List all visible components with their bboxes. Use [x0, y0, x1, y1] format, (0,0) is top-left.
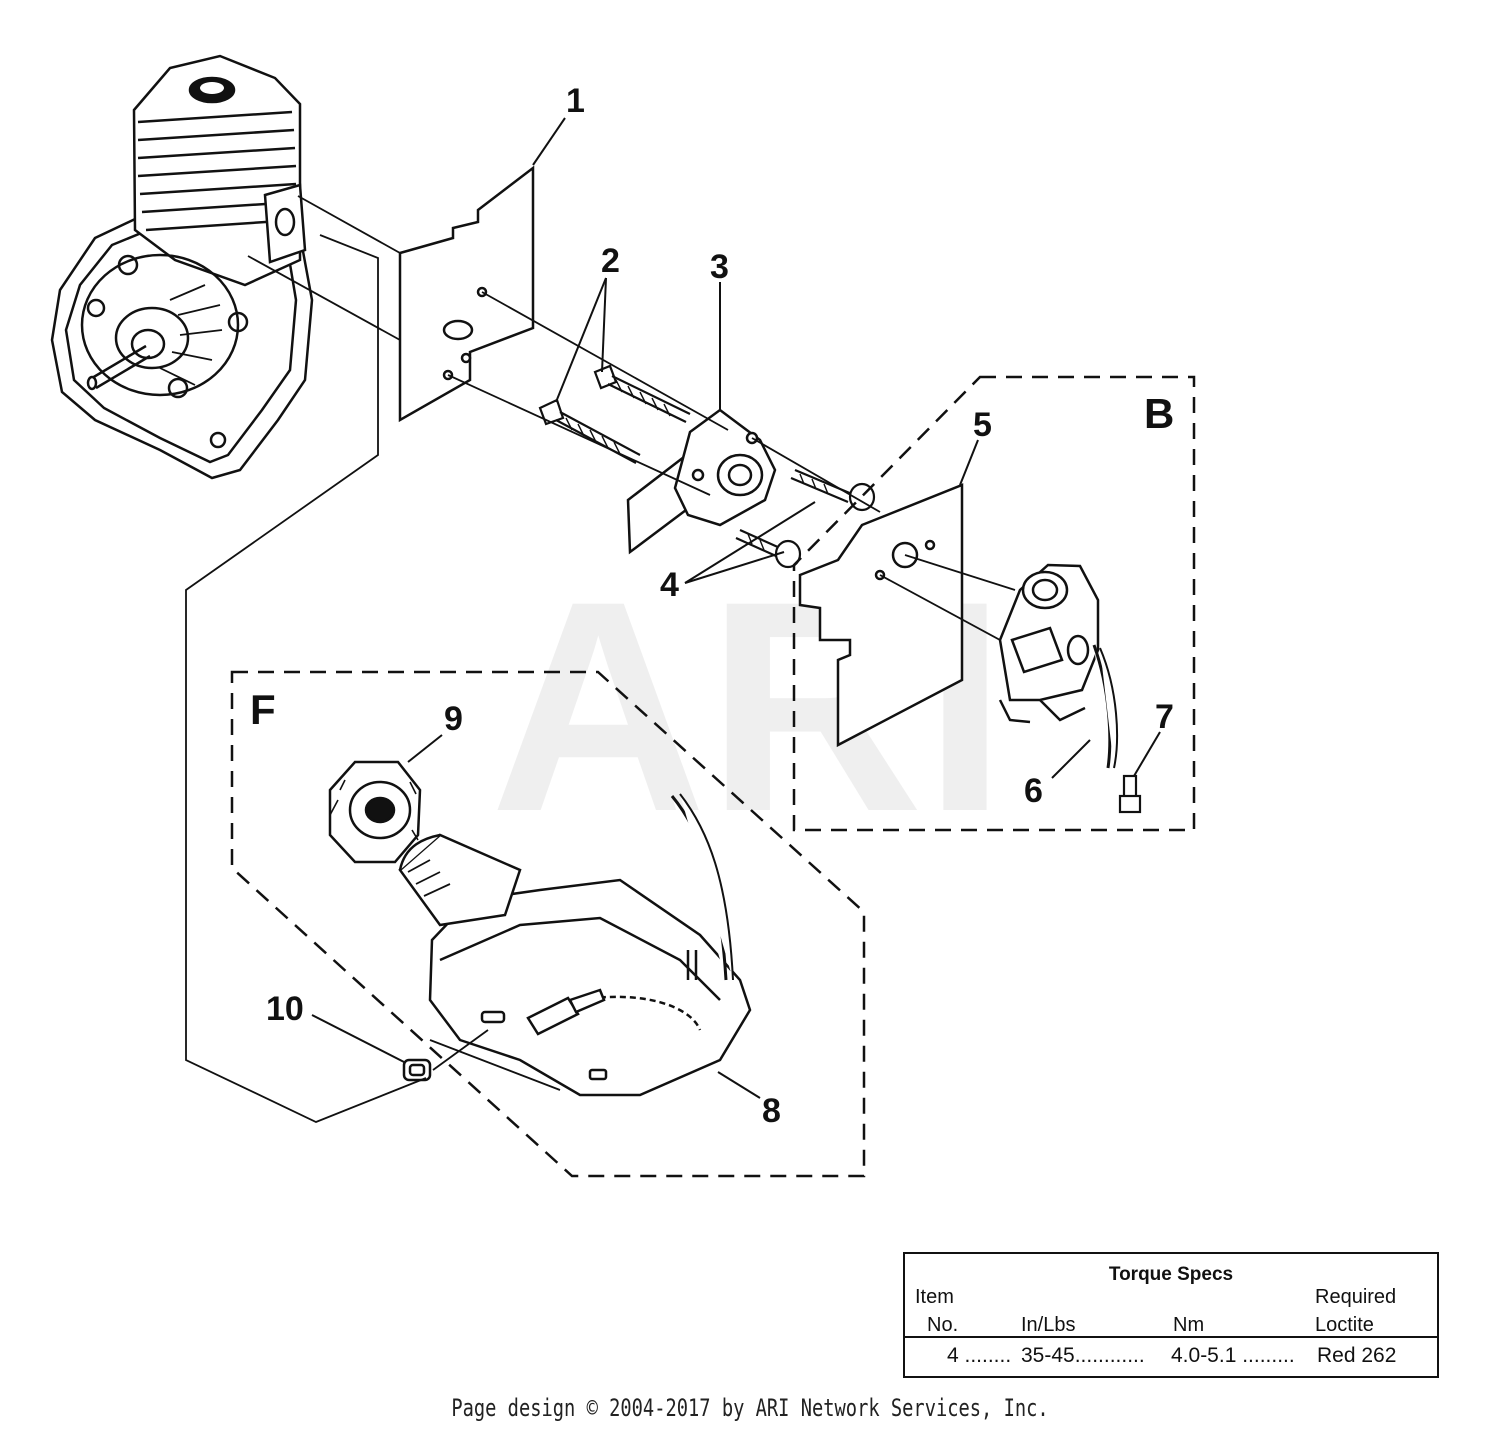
- row-item: 4 ........: [947, 1344, 1012, 1367]
- fitting-7: [1118, 774, 1142, 814]
- insulator-3: [626, 408, 777, 555]
- region-outlines: [230, 375, 1196, 1178]
- region-f-outline: [230, 670, 866, 1178]
- fuel-cap-9: [328, 760, 422, 864]
- callout-10: 10: [266, 990, 304, 1028]
- fuel-tank-8: [398, 793, 752, 1097]
- callout-3: 3: [710, 248, 729, 286]
- region-label-f: F: [250, 686, 276, 733]
- row-loctite: Red 262: [1317, 1344, 1397, 1367]
- torque-specs-table: Torque Specs Item No. In/Lbs Nm Required…: [903, 1252, 1439, 1378]
- col-item-line2: No.: [927, 1314, 959, 1336]
- callout-labels: 1 2 3 4 5 6 7 8 9 10 B F: [250, 82, 1174, 1130]
- gasket-1: [398, 165, 535, 423]
- engine-assembly: [50, 54, 314, 480]
- col-nm: Nm: [1173, 1314, 1205, 1336]
- leader-lines: [185, 195, 1016, 1123]
- region-label-b: B: [1144, 390, 1174, 437]
- callout-7: 7: [1155, 698, 1174, 736]
- callout-2: 2: [601, 242, 620, 280]
- long-bolts-2: [538, 364, 691, 464]
- carburetor-6: [998, 563, 1119, 769]
- region-b-outline: [792, 375, 1196, 832]
- col-loctite-line1: Required: [1315, 1286, 1397, 1308]
- table-divider: [905, 1336, 1437, 1338]
- callout-1: 1: [566, 82, 585, 120]
- col-loctite-line2: Loctite: [1315, 1314, 1374, 1336]
- callout-pointers: [311, 117, 1161, 1099]
- row-nm: 4.0-5.1 .........: [1171, 1344, 1295, 1367]
- callout-5: 5: [973, 406, 992, 444]
- callout-8: 8: [762, 1092, 781, 1130]
- grommet-10: [402, 1058, 432, 1082]
- callout-4: 4: [660, 566, 679, 604]
- col-item-line1: Item: [915, 1286, 954, 1308]
- col-inlbs: In/Lbs: [1021, 1314, 1076, 1336]
- callout-9: 9: [444, 700, 463, 738]
- copyright-footer: Page design © 2004-2017 by ARI Network S…: [451, 1394, 1049, 1422]
- row-inlbs: 35-45............: [1021, 1344, 1145, 1367]
- torque-specs-title: Torque Specs: [1108, 1264, 1234, 1285]
- callout-6: 6: [1024, 772, 1043, 810]
